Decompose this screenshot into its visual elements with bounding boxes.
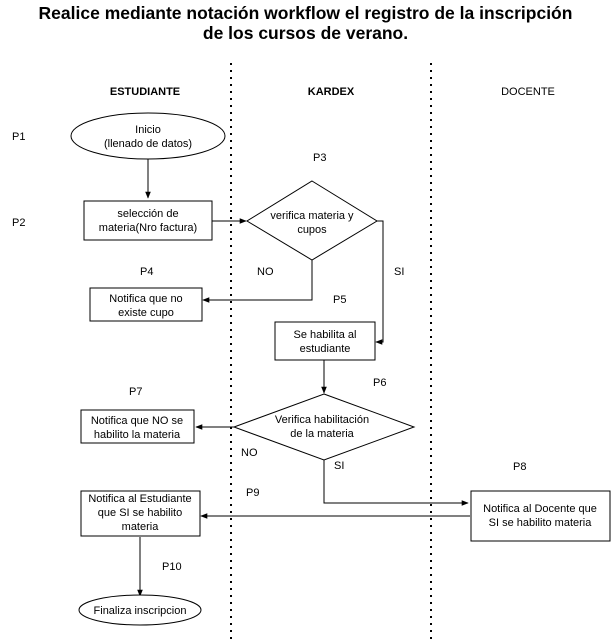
edge-label-si-docente: SI xyxy=(334,460,344,472)
node-inicio: Inicio (llenado de datos) xyxy=(70,112,226,160)
edge-label-si-habilita: SI xyxy=(394,266,404,278)
node-verifica-habilitacion: Verifica habilitación de la materia xyxy=(232,393,416,461)
node-inicio-line-2: (llenado de datos) xyxy=(104,138,192,150)
step-label-p8: P8 xyxy=(513,461,526,473)
node-notifica-no-habilito: Notifica que NO se habilito la materia xyxy=(80,409,195,444)
step-label-p9: P9 xyxy=(246,487,259,499)
node-verifica-materia: verifica materia y cupos xyxy=(246,180,378,261)
lane-header-docente: DOCENTE xyxy=(501,86,555,98)
node-notifica-no-habilito-line-2: habilito la materia xyxy=(94,429,181,441)
node-finaliza-line-1: Finaliza inscripcion xyxy=(94,605,187,617)
node-notifica-no-cupo: Notifica que no existe cupo xyxy=(89,287,203,322)
node-notifica-estudiante-line-1: Notifica al Estudiante xyxy=(88,493,191,505)
edge-no-cupo xyxy=(202,260,313,303)
step-label-p7: P7 xyxy=(129,386,142,398)
node-habilita-line-2: estudiante xyxy=(300,343,351,355)
node-notifica-no-habilito-line-1: Notifica que NO se xyxy=(91,415,183,427)
diagram-title: Realice mediante notación workflow el re… xyxy=(38,3,573,43)
node-notifica-estudiante-line-3: materia xyxy=(122,521,160,533)
node-notifica-estudiante-line-2: que SI se habilito xyxy=(98,507,182,519)
node-verifica-materia-line-2: cupos xyxy=(297,224,327,236)
step-label-p4: P4 xyxy=(140,266,153,278)
step-label-p2: P2 xyxy=(12,217,25,229)
node-verifica-habilitacion-line-2: de la materia xyxy=(290,428,354,440)
node-notifica-docente-line-2: SI se habilito materia xyxy=(489,517,593,529)
step-label-p1: P1 xyxy=(12,131,25,143)
lane-header-estudiante: ESTUDIANTE xyxy=(110,86,180,98)
node-seleccion-line-2: materia(Nro factura) xyxy=(99,222,197,234)
edge-si-docente xyxy=(323,460,469,506)
node-seleccion-line-1: selección de xyxy=(117,208,178,220)
edge-label-no-habilito: NO xyxy=(241,447,258,459)
step-label-p6: P6 xyxy=(373,377,386,389)
node-notifica-estudiante: Notifica al Estudiante que SI se habilit… xyxy=(80,490,201,537)
node-notifica-docente: Notifica al Docente que SI se habilito m… xyxy=(470,490,611,542)
node-habilita: Se habilita al estudiante xyxy=(274,321,376,361)
node-notifica-no-cupo-line-2: existe cupo xyxy=(118,307,174,319)
step-label-p5: P5 xyxy=(333,294,346,306)
node-habilita-line-1: Se habilita al xyxy=(294,329,357,341)
node-notifica-docente-line-1: Notifica al Docente que xyxy=(483,503,597,515)
step-label-p3: P3 xyxy=(313,152,326,164)
node-verifica-materia-line-1: verifica materia y xyxy=(270,210,354,222)
node-finaliza: Finaliza inscripcion xyxy=(78,594,202,626)
node-notifica-no-cupo-line-1: Notifica que no xyxy=(109,293,182,305)
edge-label-no-cupo: NO xyxy=(257,266,274,278)
node-seleccion: selección de materia(Nro factura) xyxy=(83,200,213,241)
node-inicio-line-1: Inicio xyxy=(135,124,161,136)
lane-header-kardex: KARDEX xyxy=(308,86,355,98)
edge-si-habilita xyxy=(375,220,384,345)
step-label-p10: P10 xyxy=(162,561,182,573)
node-verifica-habilitacion-line-1: Verifica habilitación xyxy=(275,414,369,426)
